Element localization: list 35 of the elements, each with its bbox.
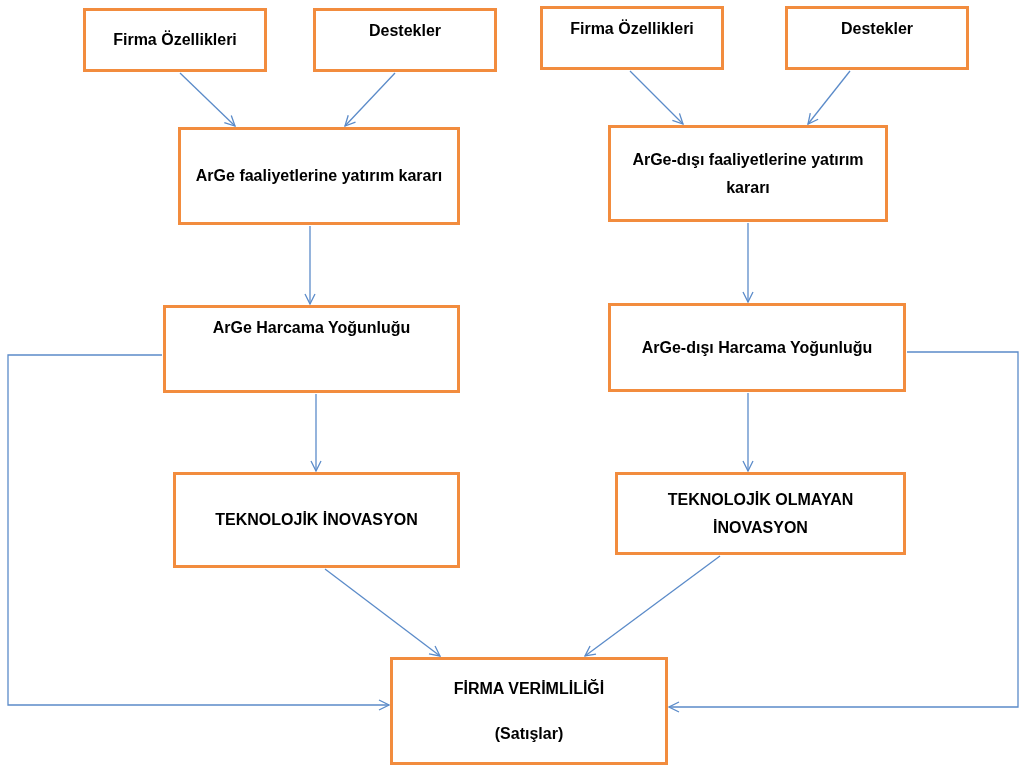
process-box [540, 6, 724, 70]
process-box [178, 127, 460, 225]
arrow [7, 354, 390, 711]
box-label: TEKNOLOJİK OLMAYAN İNOVASYON [666, 489, 855, 538]
box-label: Destekler [368, 21, 441, 41]
process-box [83, 8, 267, 72]
box-label: (Satışlar) [494, 723, 564, 744]
arrow [310, 393, 322, 472]
arrow [742, 392, 754, 472]
arrow [179, 72, 236, 127]
process-box [390, 657, 668, 765]
process-box [173, 472, 460, 568]
process-box [785, 6, 969, 70]
arrow [324, 568, 441, 657]
arrow [668, 351, 1019, 713]
process-box [313, 8, 497, 72]
process-box [163, 305, 460, 393]
box-label: TEKNOLOJİK İNOVASYON [215, 510, 418, 530]
box-label: Firma Özellikleri [113, 29, 237, 50]
box-label: FİRMA VERİMLİLİĞİ [453, 678, 605, 699]
arrow [742, 222, 754, 303]
box-label: Destekler [840, 19, 913, 39]
process-box [608, 303, 906, 392]
box-label: Firma Özellikleri [570, 18, 694, 39]
arrow [807, 70, 851, 125]
process-box [608, 125, 888, 222]
box-label: ArGe-dışı Harcama Yoğunluğu [641, 337, 873, 358]
process-box [615, 472, 906, 555]
arrow [344, 72, 396, 127]
arrow [584, 555, 721, 657]
arrow [629, 70, 684, 125]
box-label: ArGe faaliyetlerine yatırım kararı [195, 166, 443, 186]
arrow [304, 225, 316, 305]
box-label: ArGe Harcama Yoğunluğu [212, 318, 411, 338]
box-label: ArGe-dışı faaliyetlerine yatırım kararı [631, 149, 865, 198]
